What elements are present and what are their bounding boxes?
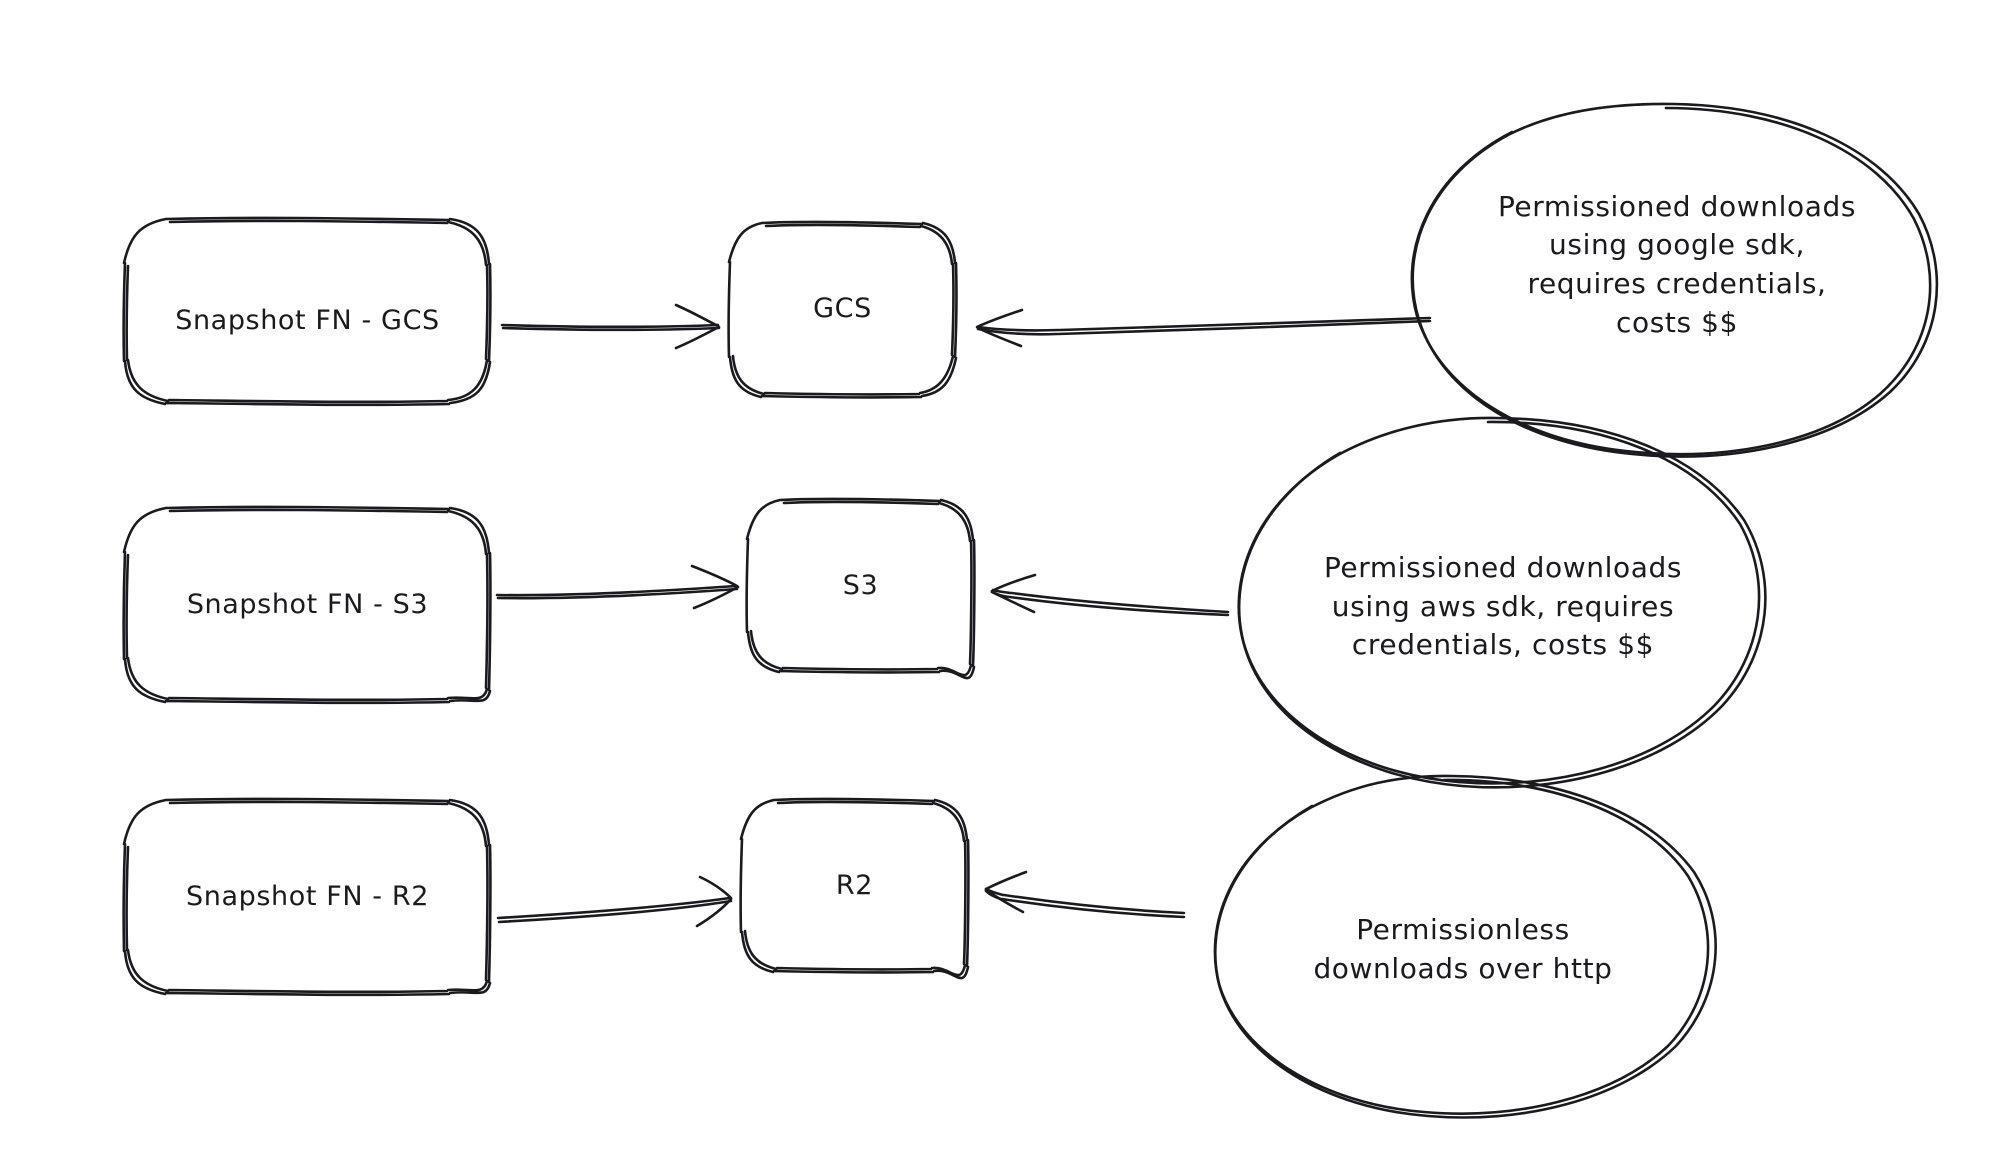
node-s3-shape[interactable] [745, 497, 976, 680]
arrow-snapshot-fn-s3-to-s3 [495, 564, 740, 610]
note-r2-shape[interactable] [1213, 774, 1717, 1119]
node-snapshot-fn-r2-shape[interactable] [122, 797, 492, 997]
arrow-note-r2-to-r2 [984, 870, 1186, 919]
arrow-note-gcs-to-gcs [975, 308, 1432, 348]
arrow-snapshot-fn-r2-to-r2 [496, 875, 733, 928]
node-snapshot-fn-s3-shape[interactable] [122, 505, 492, 705]
arrow-note-s3-to-s3 [990, 573, 1230, 617]
arrow-snapshot-fn-gcs-to-gcs [500, 303, 721, 350]
node-r2-shape[interactable] [739, 797, 970, 980]
note-gcs-shape[interactable] [1410, 102, 1939, 458]
node-gcs-shape[interactable] [727, 220, 958, 399]
node-snapshot-fn-gcs-shape[interactable] [122, 216, 492, 407]
note-s3-shape[interactable] [1237, 416, 1767, 789]
